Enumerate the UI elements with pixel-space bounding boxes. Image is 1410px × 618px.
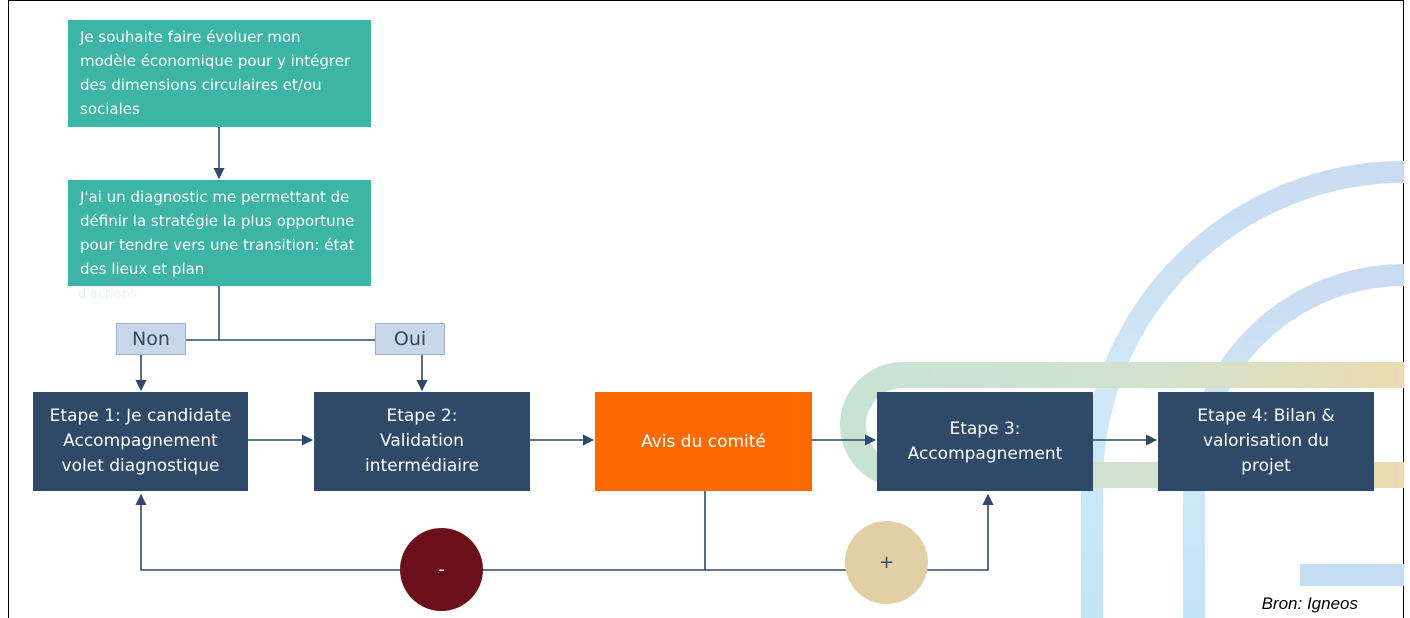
negative-outcome-label: - (438, 559, 445, 580)
etape1-text: Etape 1: Je candidate Accompagnement vol… (49, 406, 232, 476)
etape3-text: Etape 3: Accompagnement (907, 418, 1063, 464)
arrow-positive-loop (705, 493, 994, 571)
positive-outcome-label: + (878, 552, 895, 573)
source-caption: Bron: Igneos (1261, 594, 1358, 613)
start-text: Je souhaite faire évoluer mon modèle éco… (80, 28, 351, 118)
etape2-box: Etape 2: Validation intermédiaire (314, 392, 530, 491)
slide-frame (8, 0, 1404, 618)
tag-oui-label: Oui (393, 328, 427, 350)
avis-text: Avis du comité (641, 431, 766, 452)
etape1-box: Etape 1: Je candidate Accompagnement vol… (33, 392, 248, 491)
etape3-box: Etape 3: Accompagnement (877, 392, 1093, 491)
etape2-text: Etape 2: Validation intermédiaire (364, 406, 480, 476)
tag-non: Non (116, 323, 186, 355)
etape4-text: Etape 4: Bilan & valorisation du projet (1197, 406, 1335, 476)
avis-comite-box: Avis du comité (595, 392, 812, 491)
diagnostic-box: J'ai un diagnostic me permettant de défi… (68, 180, 371, 286)
diagnostic-overflow-text: d'actions (78, 287, 137, 302)
outer-blue-arc (1081, 161, 1405, 618)
positive-outcome-circle: + (845, 521, 928, 604)
negative-outcome-circle: - (400, 528, 483, 611)
arrow-negative-loop (135, 493, 705, 571)
start-box: Je souhaite faire évoluer mon modèle éco… (68, 20, 371, 127)
diagnostic-text: J'ai un diagnostic me permettant de défi… (80, 188, 355, 278)
tag-oui: Oui (375, 323, 445, 355)
tag-non-label: Non (132, 328, 170, 350)
etape4-box: Etape 4: Bilan & valorisation du projet (1158, 392, 1374, 491)
